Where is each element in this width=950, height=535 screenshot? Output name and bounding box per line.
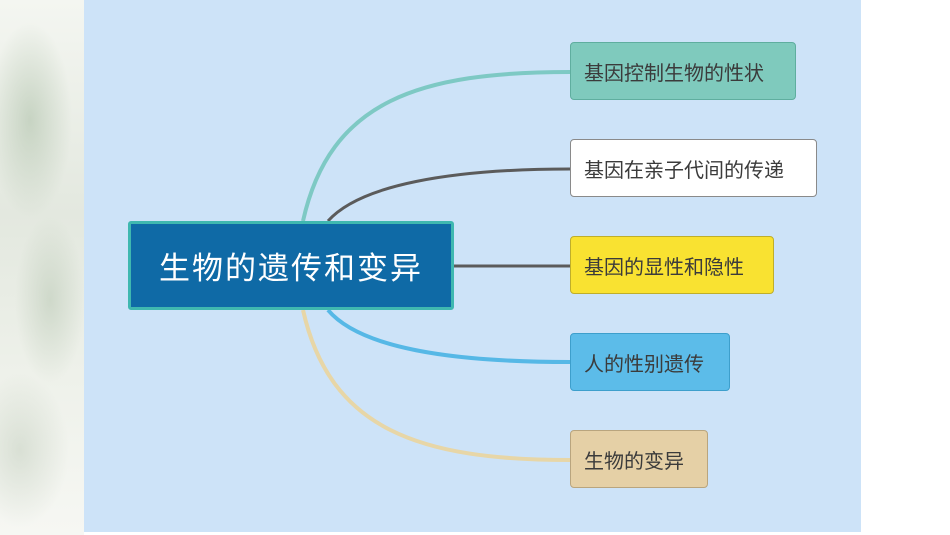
connector-branch-1 (301, 70, 571, 222)
connector-branch-4 (326, 308, 571, 364)
connector-branch-5 (301, 309, 571, 462)
branch-gene-controls-traits[interactable]: 基因控制生物的性状 (570, 42, 796, 100)
background-decoration (0, 0, 84, 535)
connector-branch-2 (326, 167, 571, 222)
branch-gene-transmission[interactable]: 基因在亲子代间的传递 (570, 139, 817, 197)
central-topic[interactable]: 生物的遗传和变异 (128, 221, 454, 310)
branch-sex-inheritance[interactable]: 人的性别遗传 (570, 333, 730, 391)
branch-variation[interactable]: 生物的变异 (570, 430, 708, 488)
branch-dominant-recessive[interactable]: 基因的显性和隐性 (570, 236, 774, 294)
